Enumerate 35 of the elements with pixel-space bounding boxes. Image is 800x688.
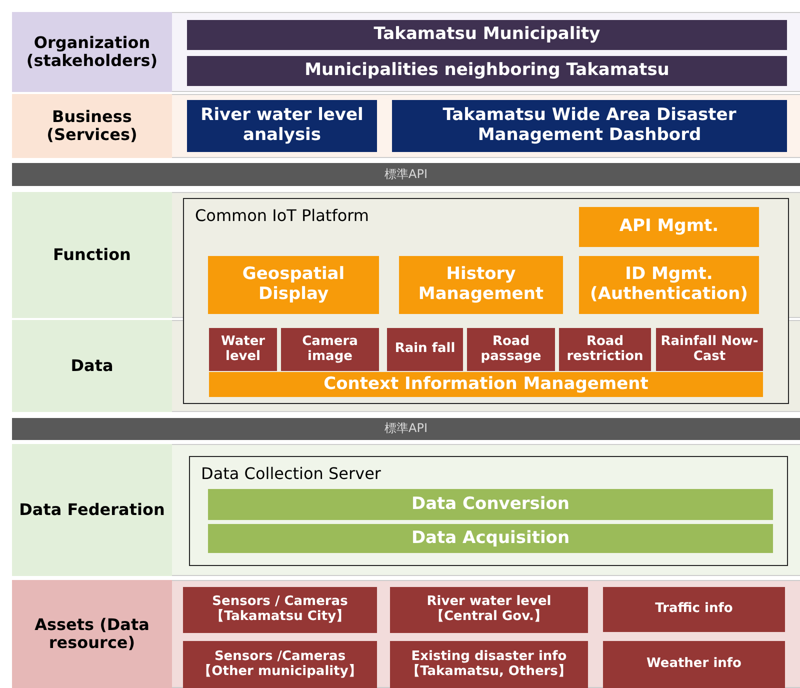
layer-label: Data: [12, 320, 172, 412]
stakeholder-bar: Municipalities neighboring Takamatsu: [187, 56, 787, 86]
data-box: Road restriction: [559, 328, 651, 371]
federation-bar: Data Acquisition: [208, 524, 773, 553]
layer-label: Data Federation: [12, 444, 172, 576]
layer-label: Function: [12, 192, 172, 318]
function-box: ID Mgmt. (Authentication): [579, 256, 759, 314]
function-box: Context Information Management: [209, 372, 763, 397]
api-bar: 標準API: [12, 163, 800, 186]
platform-title: Data Collection Server: [201, 465, 381, 484]
platform-title: Common IoT Platform: [195, 207, 369, 226]
function-box: Geospatial Display: [208, 256, 379, 314]
asset-box: Existing disaster info 【Takamatsu, Others】: [390, 641, 588, 688]
asset-box: Weather info: [603, 641, 785, 688]
platform-frame: [189, 456, 788, 566]
layer-label: Assets (Data resource): [12, 580, 172, 688]
service-box: River water level analysis: [187, 100, 377, 152]
asset-box: Sensors / Cameras 【Takamatsu City】: [183, 587, 377, 633]
data-box: Rainfall Now-Cast: [656, 328, 763, 371]
function-box: API Mgmt.: [579, 207, 759, 247]
asset-box: Sensors /Cameras 【Other municipality】: [183, 641, 377, 688]
service-box: Takamatsu Wide Area Disaster Management Dashbord: [392, 100, 787, 152]
data-box: Water level: [209, 328, 277, 371]
data-box: Camera image: [281, 328, 379, 371]
asset-box: River water level 【Central Gov.】: [390, 587, 588, 633]
platform-frame: [183, 198, 789, 404]
federation-bar: Data Conversion: [208, 489, 773, 520]
function-box: History Management: [399, 256, 563, 314]
data-box: Rain fall: [387, 328, 463, 371]
asset-box: Traffic info: [603, 587, 785, 632]
data-box: Road passage: [467, 328, 555, 371]
layer-label: Organization (stakeholders): [12, 12, 172, 92]
stakeholder-bar: Takamatsu Municipality: [187, 20, 787, 50]
layer-label: Business (Services): [12, 94, 172, 158]
api-bar: 標準API: [12, 418, 800, 440]
